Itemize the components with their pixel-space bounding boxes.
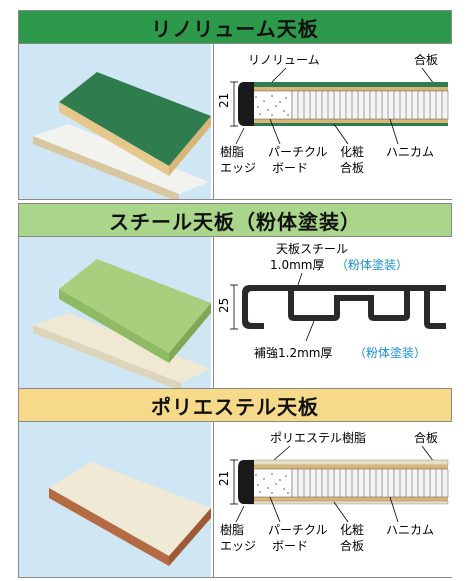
steel-rear-flange: [424, 291, 446, 329]
surface-layer: [247, 459, 449, 466]
cross-section-svg: リノリューム 合板 21: [217, 52, 449, 175]
section-panel: 天板スチール 1.0mm厚 （粉体塗装） 25 補強1.2mm厚: [18, 237, 452, 393]
section-panel: ポリエステル樹脂 合板 21: [18, 422, 452, 578]
board-illustration: [33, 72, 211, 202]
label-steel-top: 天板スチール: [276, 242, 348, 256]
leader-surface: [271, 67, 287, 83]
particle-dots: [255, 95, 289, 116]
board-back-edge: [33, 136, 179, 202]
label-resin: 樹脂: [220, 522, 244, 537]
section-panel: リノリューム 合板 21: [18, 44, 452, 202]
leader-surface: [273, 445, 291, 461]
bottom-plywood-layer: [248, 119, 448, 123]
surface-layer: [248, 82, 448, 87]
label-decor-plywood: 合板: [340, 160, 364, 175]
label-powder-coat-top: （粉体塗装）: [336, 257, 408, 272]
board-back-top: [33, 313, 211, 383]
bottom-surface-layer: [248, 123, 448, 126]
board-back-top: [33, 124, 209, 194]
section-title-bar: スチール天板（粉体塗装）: [18, 203, 452, 237]
board-top-surface: [59, 259, 211, 353]
board-side-edge: [169, 508, 211, 566]
leader-plywood: [421, 445, 435, 463]
steel-top-sheet: [242, 285, 446, 329]
leader-steel-top: [297, 272, 303, 286]
label-honeycomb: ハニカム: [386, 523, 434, 537]
honeycomb-lines: [297, 91, 443, 119]
label-decor-plywood: 合板: [340, 538, 364, 553]
label-resin: 樹脂: [220, 144, 244, 159]
leader-particle-board: [269, 118, 281, 145]
cross-section-diagram: ポリエステル樹脂 合板 21: [213, 422, 452, 577]
label-plywood: 合板: [414, 430, 438, 445]
dimension-value: 21: [217, 471, 231, 486]
leader-resin-edge: [235, 127, 245, 145]
particle-board: [247, 90, 293, 120]
board-illustration: [49, 462, 211, 566]
leader-reinforcement: [305, 320, 315, 342]
label-reinforcement: 補強1.2mm厚: [254, 346, 332, 360]
particle-board: [247, 468, 293, 498]
dimension-value: 25: [217, 298, 231, 313]
label-particle: パーチクル: [268, 523, 328, 537]
top-plywood-layer: [248, 465, 448, 469]
section-title-bar: リノリューム天板: [18, 10, 452, 44]
leader-particle-board: [269, 496, 281, 523]
leader-honeycomb: [389, 118, 399, 145]
section-title: スチール天板（粉体塗装）: [109, 209, 361, 234]
leader-decor-plywood: [333, 501, 349, 523]
leader-plywood: [421, 67, 435, 85]
bottom-plywood-layer: [248, 497, 448, 501]
top-plywood-layer: [248, 87, 448, 91]
label-edge: エッジ: [220, 161, 256, 175]
board-front-edge: [49, 488, 169, 566]
board-top-surface: [49, 462, 211, 556]
cross-section-svg: ポリエステル樹脂 合板 21: [217, 430, 449, 553]
label-honeycomb: ハニカム: [386, 145, 434, 159]
leader-decor-plywood: [333, 123, 349, 145]
cross-section-diagram: 天板スチール 1.0mm厚 （粉体塗装） 25 補強1.2mm厚: [213, 237, 452, 392]
honeycomb-lines: [297, 469, 443, 497]
label-surface-layer: ポリエステル樹脂: [270, 430, 366, 445]
label-thickness-top: 1.0mm厚: [270, 258, 324, 272]
label-powder-coat-bottom: （粉体塗装）: [354, 345, 426, 360]
leader-honeycomb: [389, 496, 399, 523]
label-edge: エッジ: [220, 539, 256, 553]
label-particle: パーチクル: [268, 145, 328, 159]
board-side-edge: [169, 303, 211, 363]
resin-edge: [238, 82, 254, 126]
board-back-edge: [33, 325, 181, 391]
board-side-edge: [169, 116, 211, 176]
leader-resin-edge: [235, 505, 245, 523]
label-board: ボード: [272, 539, 308, 553]
section-title-bar: ポリエステル天板: [18, 388, 452, 422]
bottom-surface-layer: [247, 500, 449, 505]
resin-edge: [238, 460, 254, 504]
board-front-edge: [59, 289, 169, 363]
section-title: リノリューム天板: [151, 16, 319, 41]
board-illustration: [33, 259, 211, 391]
cross-section-svg: 天板スチール 1.0mm厚 （粉体塗装） 25 補強1.2mm厚: [217, 242, 446, 360]
reinforcement-channel: [288, 291, 410, 321]
label-decor: 化粧: [340, 145, 364, 159]
cross-section-diagram: リノリューム 合板 21: [213, 44, 452, 199]
dimension-value: 21: [217, 93, 231, 108]
label-board: ボード: [272, 161, 308, 175]
label-plywood: 合板: [414, 52, 438, 67]
board-photo: [19, 237, 211, 392]
particle-dots: [255, 473, 289, 494]
board-front-edge: [59, 102, 169, 176]
label-decor: 化粧: [340, 523, 364, 537]
section-title: ポリエステル天板: [151, 394, 319, 419]
board-photo: [19, 422, 211, 577]
label-surface-layer: リノリューム: [248, 53, 320, 67]
board-top-surface: [59, 72, 211, 166]
board-photo: [19, 44, 211, 202]
